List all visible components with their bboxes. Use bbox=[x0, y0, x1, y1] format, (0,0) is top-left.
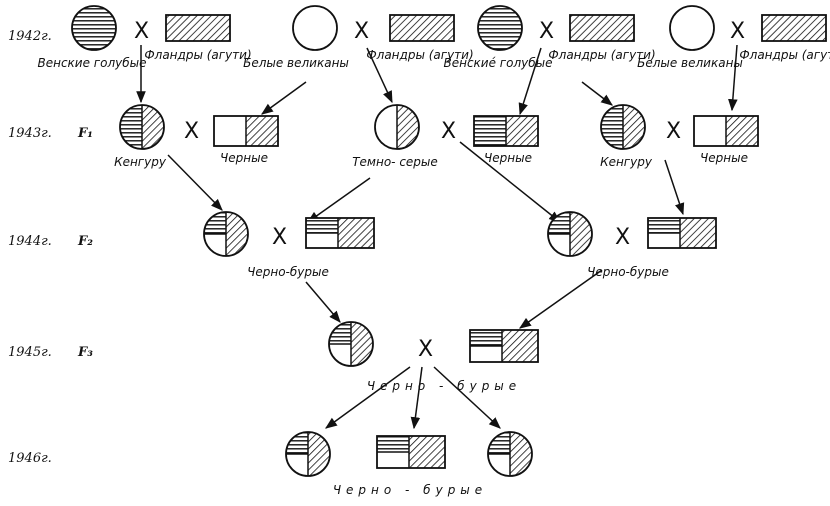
descent-arrow bbox=[433, 366, 501, 429]
cross-symbol: X bbox=[730, 19, 745, 44]
breed-label: Фландры (агути) bbox=[144, 48, 251, 62]
male-symbol bbox=[473, 115, 539, 147]
descent-arrow bbox=[410, 366, 423, 430]
descent-arrow bbox=[459, 141, 561, 223]
cross-symbol: X bbox=[539, 19, 554, 44]
male-symbol bbox=[647, 217, 717, 249]
breed-label: Черные bbox=[220, 151, 268, 165]
cross-symbol: X bbox=[272, 225, 287, 250]
breed-label: Венские голубые bbox=[38, 56, 147, 70]
female-symbol bbox=[292, 5, 338, 51]
descent-arrow bbox=[167, 154, 223, 211]
breed-label: Черно - бурые bbox=[333, 483, 487, 497]
cross-symbol: X bbox=[666, 119, 681, 144]
cross-symbol: X bbox=[354, 19, 369, 44]
female-symbol bbox=[328, 321, 374, 367]
female-symbol bbox=[119, 104, 165, 150]
male-symbol bbox=[376, 435, 446, 469]
breed-label: Белые великаны bbox=[243, 56, 349, 70]
breed-label: Фландры (агути) bbox=[366, 48, 473, 62]
male-symbol bbox=[213, 115, 279, 147]
cross-symbol: X bbox=[441, 119, 456, 144]
breed-label: Черно-бурые bbox=[587, 265, 669, 279]
female-symbol bbox=[600, 104, 646, 150]
descent-arrow bbox=[518, 47, 542, 116]
male-symbol bbox=[165, 14, 231, 42]
male-symbol bbox=[569, 14, 635, 42]
descent-arrow bbox=[519, 269, 603, 329]
female-symbol bbox=[285, 431, 331, 477]
year-label: 1942г. bbox=[8, 29, 52, 44]
descent-arrow bbox=[325, 366, 411, 429]
descent-arrow bbox=[305, 281, 341, 323]
male-symbol bbox=[693, 115, 759, 147]
generation-label: F₁ bbox=[77, 126, 93, 141]
breed-label: Черные bbox=[484, 151, 532, 165]
female-symbol bbox=[374, 104, 420, 150]
cross-symbol: X bbox=[418, 337, 433, 362]
descent-arrow bbox=[728, 44, 738, 112]
male-symbol bbox=[305, 217, 375, 249]
male-symbol bbox=[761, 14, 827, 42]
descent-arrow bbox=[307, 177, 371, 223]
year-label: 1946г. bbox=[8, 451, 52, 466]
female-symbol bbox=[669, 5, 715, 51]
breed-label: Черные bbox=[700, 151, 748, 165]
breed-label: Черно-бурые bbox=[247, 265, 329, 279]
breed-label: Венскиé голубые bbox=[444, 56, 553, 70]
female-symbol bbox=[477, 5, 523, 51]
breed-label: Белые великаны bbox=[637, 56, 743, 70]
breed-label: Кенгуру bbox=[114, 155, 167, 169]
female-symbol bbox=[203, 211, 249, 257]
female-symbol bbox=[547, 211, 593, 257]
breed-label: Кенгуру bbox=[600, 155, 653, 169]
cross-symbol: X bbox=[615, 225, 630, 250]
descent-arrow bbox=[664, 159, 685, 216]
generation-label: F₃ bbox=[77, 345, 93, 360]
generation-label: F₂ bbox=[77, 234, 93, 249]
breed-label: Черно - бурые bbox=[367, 379, 521, 393]
cross-symbol: X bbox=[134, 19, 149, 44]
female-symbol bbox=[71, 5, 117, 51]
year-label: 1944г. bbox=[8, 234, 52, 249]
breed-label: Фландры (агути) bbox=[548, 48, 655, 62]
descent-arrow bbox=[581, 81, 613, 106]
year-label: 1945г. bbox=[8, 345, 52, 360]
descent-arrow bbox=[261, 81, 307, 115]
breed-label: Фландры (агути) bbox=[739, 48, 830, 62]
cross-symbol: X bbox=[184, 119, 199, 144]
male-symbol bbox=[469, 329, 539, 363]
female-symbol bbox=[487, 431, 533, 477]
year-label: 1943г. bbox=[8, 126, 52, 141]
breed-label: Темно- серые bbox=[352, 155, 438, 169]
male-symbol bbox=[389, 14, 455, 42]
descent-arrow bbox=[366, 47, 393, 104]
